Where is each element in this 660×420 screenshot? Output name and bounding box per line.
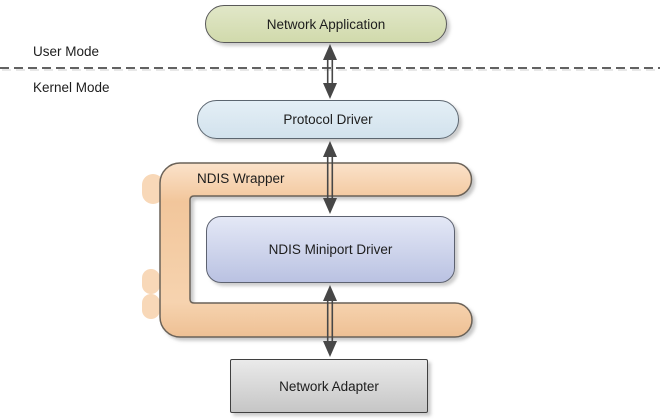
protocol-driver-node: Protocol Driver <box>197 100 459 139</box>
ndis-wrapper-label: NDIS Wrapper <box>197 171 285 186</box>
arrow-miniport-adapter <box>323 285 337 357</box>
network-application-label: Network Application <box>266 16 386 32</box>
arrow-protocol-miniport <box>323 141 337 214</box>
user-mode-label: User Mode <box>33 44 100 59</box>
network-adapter-node: Network Adapter <box>230 359 428 413</box>
ndis-miniport-driver-label: NDIS Miniport Driver <box>268 242 393 257</box>
wrapper-highlight-blobs <box>142 174 164 319</box>
arrow-application-protocol <box>323 44 337 99</box>
network-application-node: Network Application <box>205 5 447 43</box>
network-adapter-label: Network Adapter <box>279 378 379 394</box>
kernel-mode-label: Kernel Mode <box>33 80 110 95</box>
protocol-driver-label: Protocol Driver <box>283 112 373 127</box>
ndis-miniport-driver-node: NDIS Miniport Driver <box>206 216 455 283</box>
